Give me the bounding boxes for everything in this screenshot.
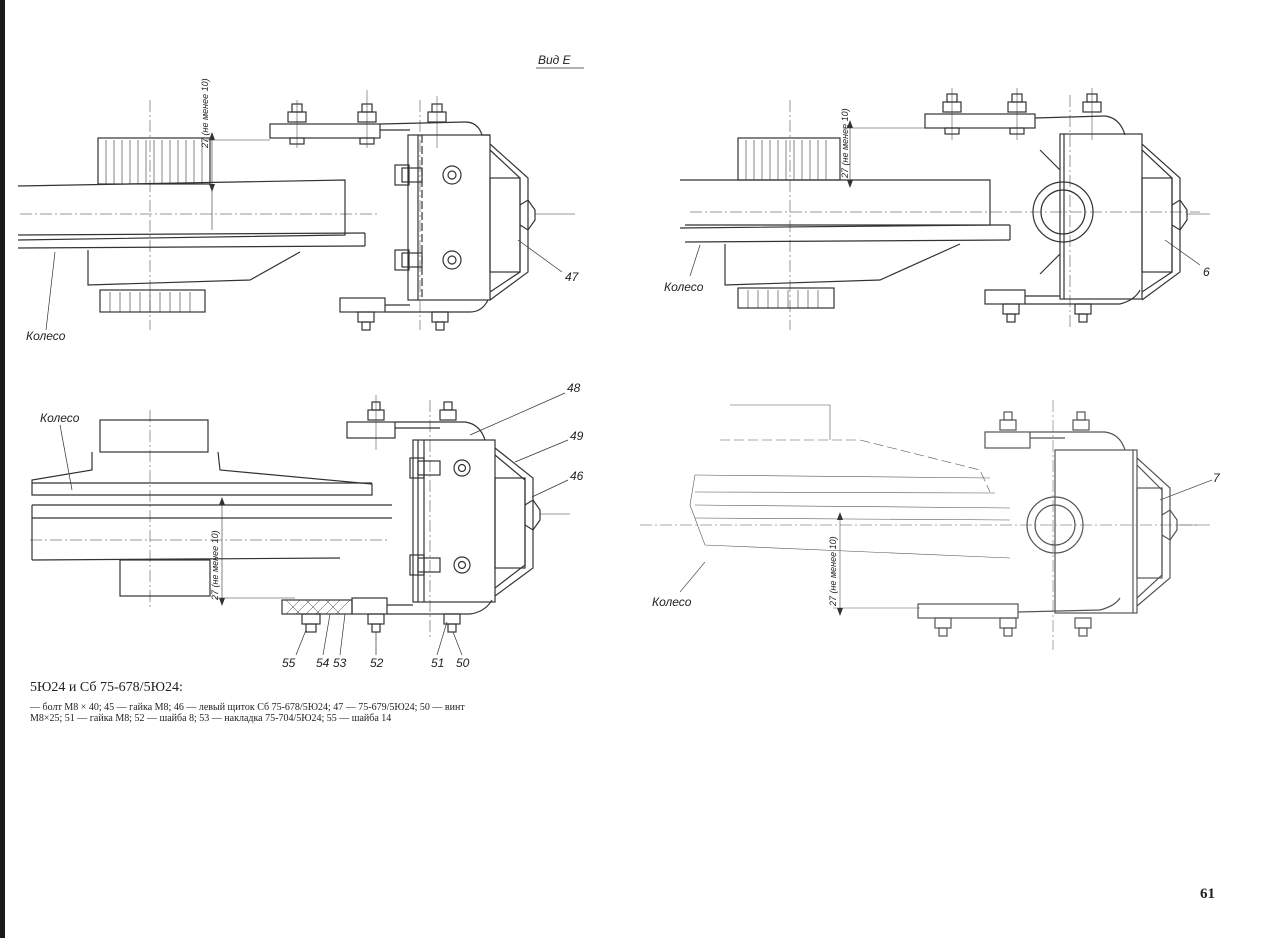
- dim-label-br: 27 (не менее 10): [828, 536, 838, 607]
- callout-6: 6: [1203, 265, 1210, 279]
- wheel-label-tl: Колесо: [26, 329, 66, 343]
- figure-caption: 5Ю24 и Сб 75-678/5Ю24: — болт М8 × 40; 4…: [30, 680, 470, 724]
- callout-7: 7: [1213, 471, 1221, 485]
- dim-label-tl: 27 (не менее 10): [200, 78, 210, 149]
- callout-47: 47: [565, 270, 580, 284]
- view-top-right: [679, 88, 1210, 330]
- dim-label-bl: 27 (не менее 10): [210, 530, 220, 601]
- callout-55: 55: [282, 656, 296, 670]
- view-bottom-left: [30, 392, 570, 656]
- callout-48: 48: [567, 381, 581, 395]
- callout-53: 53: [333, 656, 347, 670]
- callout-51: 51: [431, 656, 444, 670]
- wheel-label-br: Колесо: [652, 595, 692, 609]
- wheel-label-tr: Колесо: [664, 280, 704, 294]
- caption-body: — болт М8 × 40; 45 — гайка М8; 46 — левы…: [30, 702, 465, 724]
- callout-52: 52: [370, 656, 384, 670]
- callout-46: 46: [570, 469, 584, 483]
- caption-title: 5Ю24 и Сб 75-678/5Ю24:: [30, 680, 183, 695]
- callout-49: 49: [570, 429, 584, 443]
- dim-label-tr: 27 (не менее 10): [840, 108, 850, 179]
- page-edge: [0, 0, 5, 938]
- page-number: 61: [1200, 886, 1215, 902]
- callout-50: 50: [456, 656, 470, 670]
- callout-54: 54: [316, 656, 330, 670]
- view-bottom-right: [640, 400, 1213, 650]
- view-top-left: [17, 90, 575, 331]
- wheel-label-bl: Колесо: [40, 411, 80, 425]
- view-label: Вид Е: [538, 53, 572, 67]
